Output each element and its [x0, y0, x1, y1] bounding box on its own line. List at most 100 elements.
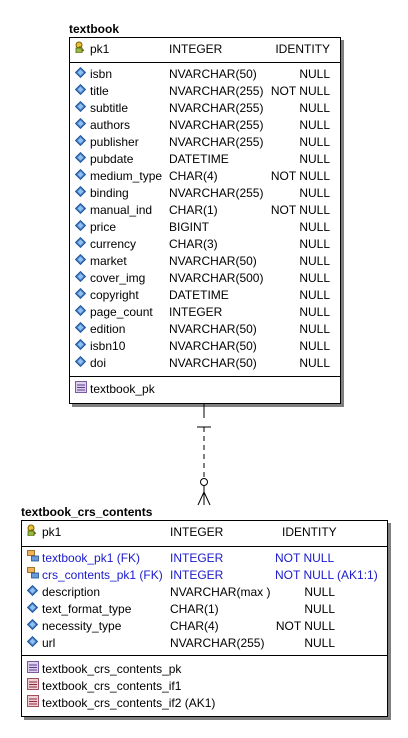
- column-name: text_format_type: [42, 602, 132, 616]
- column-row[interactable]: page_count INTEGER NULL: [70, 304, 340, 321]
- column-row[interactable]: pubdate DATETIME NULL: [70, 151, 340, 168]
- index-name: textbook_crs_contents_if2 (AK1): [42, 696, 216, 710]
- column-diamond-icon: [74, 168, 87, 181]
- column-name: currency: [90, 237, 137, 251]
- column-null: NULL: [299, 254, 330, 268]
- column-null: NULL: [299, 101, 330, 115]
- textbook-crs-contents-entity[interactable]: pk1 INTEGER IDENTITY textbook_pk1 (FK)IN…: [21, 520, 388, 717]
- column-type: NVARCHAR(500): [169, 271, 264, 285]
- column-type: DATETIME: [169, 152, 229, 166]
- column-name: pk1: [42, 525, 62, 539]
- column-diamond-icon: [74, 321, 87, 334]
- column-null: NULL: [299, 152, 330, 166]
- column-name: cover_img: [90, 271, 146, 285]
- column-type: NVARCHAR(50): [169, 356, 257, 370]
- column-null: NULL: [299, 186, 330, 200]
- column-null: NULL: [304, 602, 335, 616]
- column-row[interactable]: market NVARCHAR(50) NULL: [70, 253, 340, 270]
- index-row[interactable]: textbook_crs_contents_if1: [22, 678, 387, 695]
- column-name: description: [42, 585, 101, 599]
- column-null: NULL: [299, 305, 330, 319]
- column-null: NULL: [299, 67, 330, 81]
- column-name: necessity_type: [42, 619, 122, 633]
- column-name: pubdate: [90, 152, 134, 166]
- column-type: NVARCHAR(255): [169, 118, 264, 132]
- column-null: NOT NULL: [275, 551, 335, 565]
- column-null: NULL: [299, 356, 330, 370]
- textbook-pk-row[interactable]: pk1 INTEGER IDENTITY: [70, 41, 340, 58]
- column-row[interactable]: currency CHAR(3) NULL: [70, 236, 340, 253]
- column-name: url: [42, 636, 56, 650]
- index-name: textbook_crs_contents_if1: [42, 679, 182, 693]
- column-type: NVARCHAR(255): [169, 135, 264, 149]
- column-diamond-icon: [74, 253, 87, 266]
- column-name: market: [90, 254, 127, 268]
- column-null: NULL: [299, 237, 330, 251]
- column-name: pk1: [90, 42, 110, 56]
- column-type: INTEGER: [170, 525, 224, 539]
- column-type: NVARCHAR(255): [169, 101, 264, 115]
- column-name: subtitle: [90, 101, 129, 115]
- column-row[interactable]: subtitle NVARCHAR(255) NULL: [70, 100, 340, 117]
- column-null: NULL: [299, 135, 330, 149]
- column-diamond-icon: [74, 100, 87, 113]
- column-diamond-icon: [74, 134, 87, 147]
- column-type: NVARCHAR(50): [169, 67, 257, 81]
- column-null: NULL: [299, 118, 330, 132]
- tcc-pk-row[interactable]: pk1 INTEGER IDENTITY: [22, 524, 387, 541]
- textbook-pk-section: pk1 INTEGER IDENTITY: [70, 38, 340, 63]
- column-null: NULL: [299, 271, 330, 285]
- column-name: isbn10: [90, 339, 126, 353]
- column-diamond-icon: [26, 584, 39, 597]
- column-name: page_count: [90, 305, 153, 319]
- column-name: title: [90, 84, 109, 98]
- index-row[interactable]: textbook_crs_contents_if2 (AK1): [22, 695, 387, 712]
- column-type: BIGINT: [169, 220, 210, 234]
- foreign-key-icon: [27, 567, 39, 579]
- column-name: binding: [90, 186, 129, 200]
- column-null: IDENTITY: [275, 42, 330, 56]
- column-type: INTEGER: [169, 305, 223, 319]
- foreign-index-icon: [27, 695, 39, 707]
- column-type: NVARCHAR(50): [169, 322, 257, 336]
- column-name: copyright: [90, 288, 139, 302]
- column-diamond-icon: [74, 151, 87, 164]
- index-row[interactable]: textbook_pk: [70, 381, 340, 398]
- column-type: INTEGER: [170, 568, 224, 582]
- column-diamond-icon: [74, 355, 87, 368]
- column-name: medium_type: [90, 169, 163, 183]
- column-diamond-icon: [74, 202, 87, 215]
- column-diamond-icon: [74, 287, 87, 300]
- column-diamond-icon: [74, 236, 87, 249]
- column-type: CHAR(3): [169, 237, 218, 251]
- column-type: DATETIME: [169, 288, 229, 302]
- column-diamond-icon: [26, 635, 39, 648]
- column-type: NVARCHAR(50): [169, 254, 257, 268]
- column-row[interactable]: cover_img NVARCHAR(500) NULL: [70, 270, 340, 287]
- column-null: NOT NULL: [275, 619, 335, 633]
- index-row[interactable]: textbook_crs_contents_pk: [22, 661, 387, 678]
